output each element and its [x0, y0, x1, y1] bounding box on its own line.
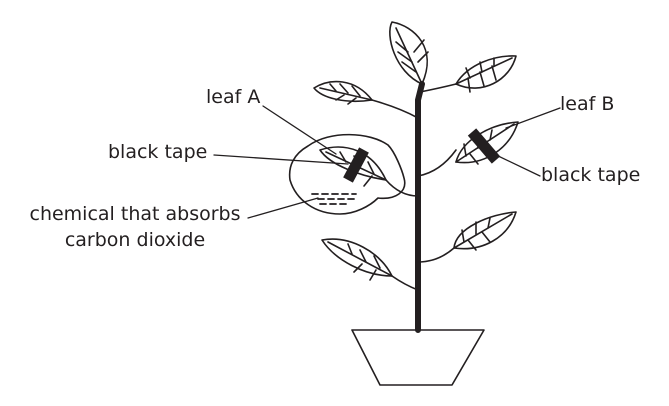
leader-leaf-a	[262, 105, 337, 155]
leaf-top	[389, 21, 429, 85]
branch-lower-right	[417, 247, 455, 263]
black-tape-leaf-b	[467, 128, 501, 164]
label-chemical-line1: chemical that absorbs	[29, 203, 241, 225]
leaf-upper-left	[313, 80, 373, 105]
label-leaf-b: leaf B	[560, 93, 615, 115]
branch-top-right	[419, 83, 457, 93]
leader-black-tape-left	[213, 154, 349, 165]
main-stem	[415, 81, 425, 333]
label-black-tape-right: black tape	[541, 164, 641, 186]
leaf-lower-right	[453, 211, 517, 251]
label-black-tape-left: black tape	[108, 141, 208, 163]
leader-black-tape-right	[493, 153, 541, 177]
branch-top-left	[371, 99, 419, 119]
leaf-lower-left	[321, 238, 393, 281]
leader-chemical	[247, 197, 319, 219]
leader-leaf-b	[505, 107, 561, 129]
black-tape-leaf-a	[343, 147, 369, 183]
branch-leaf-a	[385, 179, 419, 197]
branch-lower-left	[391, 275, 419, 291]
branch-leaf-b	[417, 149, 457, 177]
label-leaf-a: leaf A	[206, 86, 261, 108]
chemical-dashes	[311, 193, 357, 205]
label-chemical-line2: carbon dioxide	[64, 229, 206, 251]
plastic-bag	[288, 133, 406, 215]
leaf-upper-right	[455, 55, 517, 93]
flower-pot	[351, 329, 485, 386]
